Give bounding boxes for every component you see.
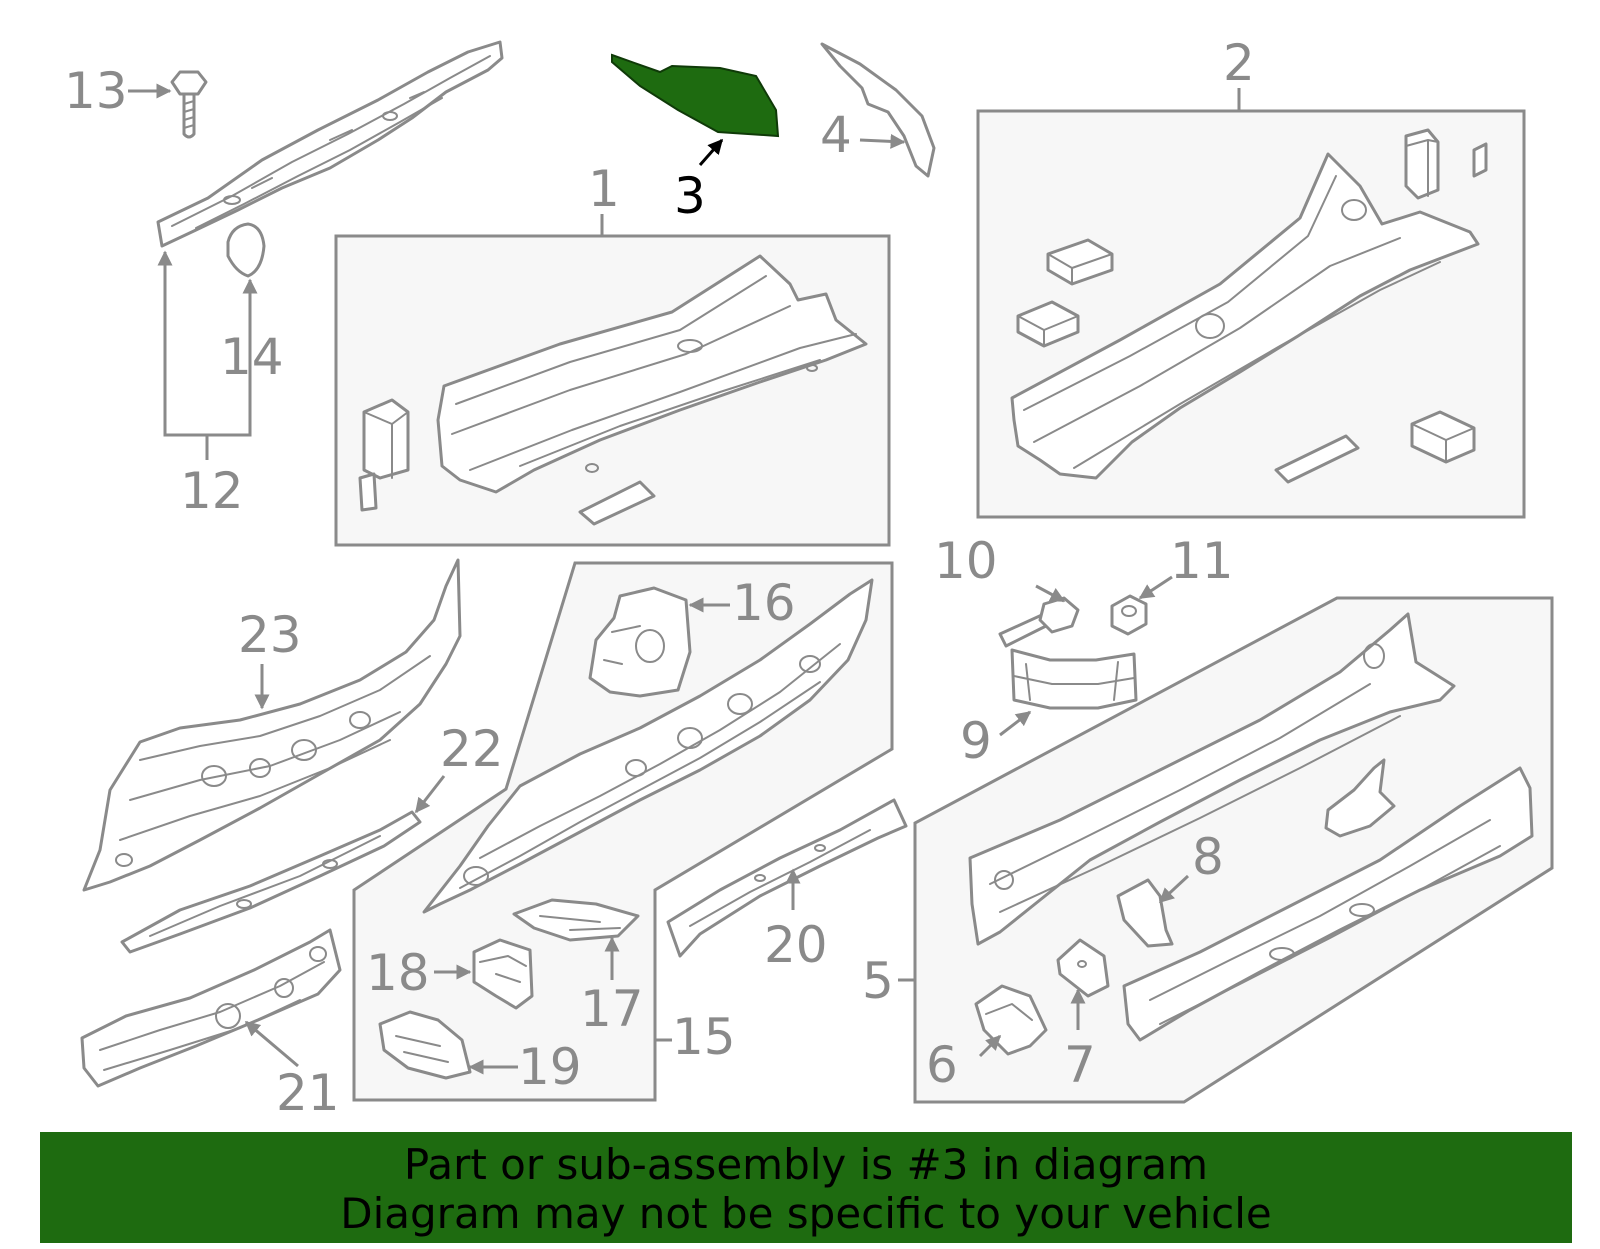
callout-13: 13 — [64, 62, 128, 120]
part-21-panel — [80, 928, 342, 1088]
part-4-extension — [820, 42, 936, 178]
part-8-bracket — [1116, 878, 1174, 948]
part-22-panel — [120, 810, 422, 954]
part-17-bracket — [512, 898, 640, 942]
callout-14: 14 — [220, 328, 284, 386]
callout-10: 10 — [934, 532, 998, 590]
callout-11: 11 — [1170, 532, 1234, 590]
part-14-clip — [226, 222, 266, 278]
part-12-reinforcement — [156, 40, 504, 248]
callout-18: 18 — [366, 944, 430, 1002]
part-9-brace — [1010, 648, 1138, 710]
callout-3: 3 — [674, 167, 706, 225]
part-1-cowl-panel — [358, 254, 868, 526]
callout-2: 2 — [1223, 34, 1255, 92]
part-3-highlighted — [611, 53, 780, 138]
part-16-bracket — [588, 586, 692, 698]
part-5-lower-member — [1122, 766, 1534, 1042]
part-5-main-member — [968, 612, 1456, 946]
callout-17: 17 — [580, 980, 644, 1038]
callout-15: 15 — [672, 1008, 736, 1066]
callout-12: 12 — [180, 462, 244, 520]
callout-19: 19 — [518, 1038, 582, 1096]
part-7-bracket — [1056, 938, 1110, 998]
callout-1: 1 — [588, 160, 620, 218]
part-15-dash-panel — [422, 578, 874, 914]
callout-5: 5 — [862, 952, 894, 1010]
banner-line-2: Diagram may not be specific to your vehi… — [340, 1189, 1272, 1238]
part-18-bracket — [472, 938, 534, 1010]
callout-23: 23 — [238, 606, 302, 664]
part-5-gusset — [1324, 758, 1396, 838]
callout-7: 7 — [1064, 1036, 1096, 1094]
callout-6: 6 — [926, 1036, 958, 1094]
info-banner: Part or sub-assembly is #3 in diagram Di… — [40, 1132, 1572, 1243]
callout-16: 16 — [732, 574, 796, 632]
banner-line-1: Part or sub-assembly is #3 in diagram — [403, 1140, 1209, 1189]
part-10-bolt — [998, 596, 1080, 648]
callout-20: 20 — [764, 916, 828, 974]
callout-21: 21 — [276, 1064, 340, 1122]
part-13-bolt — [170, 70, 208, 139]
callout-4: 4 — [820, 106, 852, 164]
part-2-cowl-assembly — [1010, 128, 1488, 484]
callout-8: 8 — [1192, 828, 1224, 886]
callout-9: 9 — [960, 712, 992, 770]
callout-22: 22 — [440, 720, 504, 778]
part-11-nut — [1110, 594, 1148, 636]
part-23-dash-panel — [82, 558, 462, 892]
